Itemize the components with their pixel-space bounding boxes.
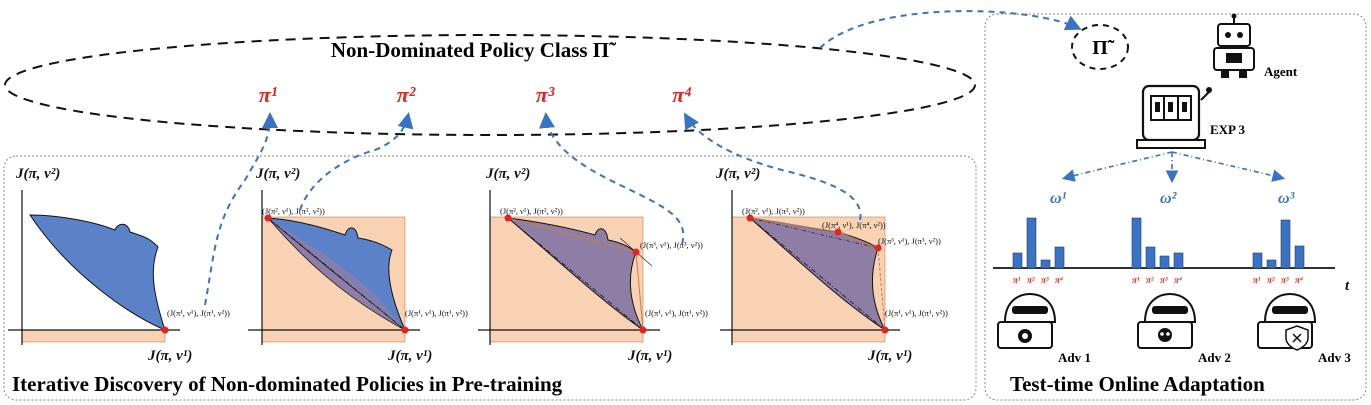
agent-label: Agent	[1264, 64, 1298, 79]
tick-2-3: π³	[1160, 275, 1168, 285]
plot4-x-label: J(π, ν¹)	[867, 348, 912, 364]
weight-label-1: ω¹	[1050, 190, 1067, 207]
tick-3-3: π³	[1281, 275, 1289, 285]
plot-3: J(π, ν²) J(π, ν¹) (J(π², ν¹), J(π², ν²))…	[478, 166, 708, 364]
adaptation-panel	[984, 13, 1367, 401]
arrow-policy-4	[683, 112, 862, 221]
weight-label-3: ω³	[1278, 190, 1295, 207]
policy-label-3: π³	[536, 82, 555, 107]
weight-bars	[1012, 217, 1305, 269]
tick-1-1: π¹	[1013, 275, 1021, 285]
robot-icon	[1213, 13, 1255, 78]
tick-2-2: π²	[1146, 275, 1154, 285]
tick-3-4: π⁴	[1295, 275, 1303, 285]
arrow-policy-3	[539, 112, 685, 245]
plot2-y-label: J(π, ν²)	[255, 166, 300, 182]
small-policy-class-ellipse	[1071, 24, 1129, 70]
plot2-point-1: (J(π¹, ν¹), J(π¹, ν²))	[405, 308, 468, 318]
plot2-point-2: (J(π², ν¹), J(π², ν²))	[262, 206, 325, 216]
plot1-point-1: (J(π¹, ν¹), J(π¹, ν²))	[167, 308, 230, 318]
pretraining-title: Iterative Discovery of Non-dominated Pol…	[12, 372, 563, 396]
tick-2-4: π⁴	[1174, 275, 1182, 285]
slot-machine-icon	[1136, 84, 1212, 149]
time-label: t	[1345, 278, 1350, 294]
policy-transfer-arrow	[819, 10, 1082, 49]
adversary-2-icon	[1137, 292, 1197, 349]
policy-label-4: π⁴	[672, 82, 692, 107]
plot1-x-label: J(π, ν¹)	[147, 348, 192, 364]
adversary-2-label: Adv 2	[1198, 350, 1231, 365]
tick-3-1: π¹	[1253, 275, 1261, 285]
arrow-policy-2	[299, 112, 414, 211]
plot3-point-2: (J(π², ν¹), J(π², ν²))	[500, 206, 563, 216]
policy-class-title: Non-Dominated Policy Class Π̃	[331, 38, 616, 62]
policy-label-1: π¹	[259, 82, 278, 107]
plot-2: J(π, ν²) J(π, ν¹) (J(π², ν¹), J(π², ν²))…	[248, 166, 468, 364]
policy-class-ellipse	[4, 34, 976, 136]
arrow-policy-1	[204, 112, 278, 306]
adversary-3-icon	[1257, 292, 1317, 351]
tick-2-1: π¹	[1132, 275, 1140, 285]
plot3-x-label: J(π, ν¹)	[627, 348, 672, 364]
plot2-x-label: J(π, ν¹)	[387, 348, 432, 364]
weight-arrow-3	[1171, 151, 1286, 182]
plot3-y-label: J(π, ν²)	[485, 166, 530, 182]
plot4-y-label: J(π, ν²)	[715, 166, 760, 182]
adversary-1-label: Adv 1	[1058, 350, 1091, 365]
small-policy-class-symbol: Π̃	[1092, 37, 1115, 59]
plot4-point-3: (J(π³, ν¹), J(π³, ν²))	[878, 236, 941, 246]
exp3-label: EXP 3	[1210, 122, 1246, 137]
tick-1-4: π⁴	[1055, 275, 1063, 285]
plot-4: J(π, ν²) J(π, ν¹) (J(π², ν¹), J(π², ν²))…	[715, 166, 948, 364]
plot4-point-4: (J(π⁴, ν¹), J(π⁴, ν²))	[822, 220, 886, 230]
weight-arrow-1	[1061, 151, 1173, 182]
plot1-y-label: J(π, ν²)	[15, 166, 60, 182]
adversary-3-label: Adv 3	[1318, 350, 1351, 365]
plot-1: J(π, ν²) J(π, ν¹) (J(π¹, ν¹), J(π¹, ν²))	[8, 166, 230, 364]
tick-3-2: π²	[1267, 275, 1275, 285]
adaptation-title: Test-time Online Adaptation	[1010, 372, 1265, 396]
tick-1-3: π³	[1041, 275, 1049, 285]
plot3-point-1: (J(π¹, ν¹), J(π¹, ν²))	[645, 308, 708, 318]
policy-label-2: π²	[397, 82, 416, 107]
plot4-point-1: (J(π¹, ν¹), J(π¹, ν²))	[885, 308, 948, 318]
tick-1-2: π²	[1027, 275, 1035, 285]
pretraining-panel	[3, 155, 977, 401]
adversary-1-icon	[997, 292, 1057, 349]
weight-label-2: ω²	[1160, 190, 1178, 207]
plot3-point-3: (J(π³, ν¹), J(π³, ν²))	[640, 240, 703, 250]
plot4-point-2: (J(π², ν¹), J(π², ν²))	[742, 206, 805, 216]
